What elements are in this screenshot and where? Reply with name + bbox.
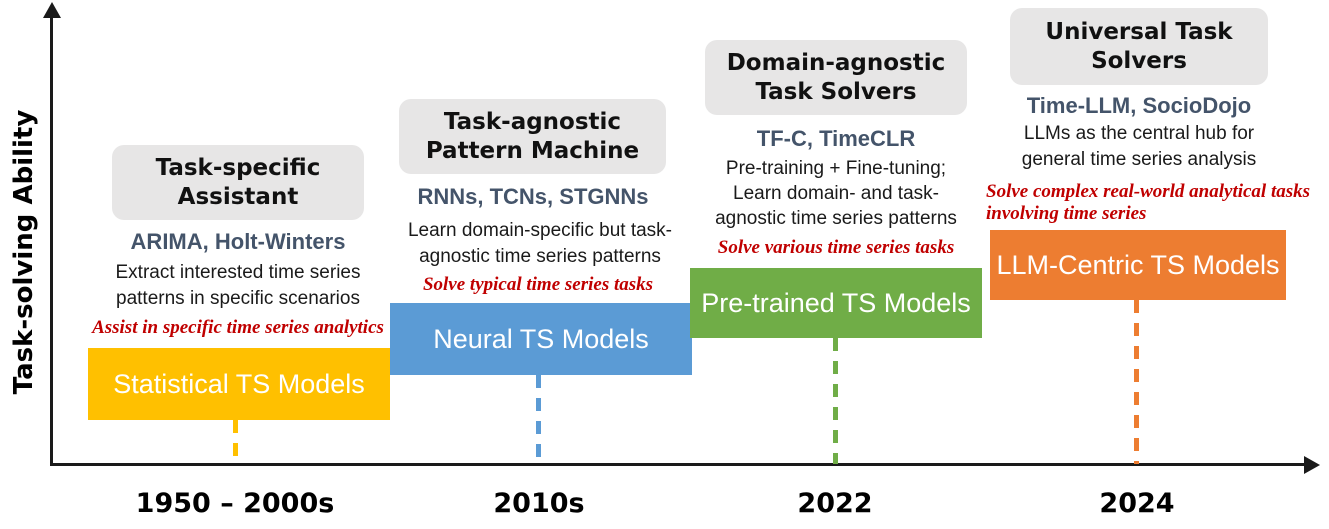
stage-description: Pre-training + Fine-tuning; Learn domain… <box>715 158 957 230</box>
stage-dashed-line <box>233 420 238 464</box>
stage-models: ARIMA, Holt-Winters <box>130 229 346 254</box>
stage-dashed-line <box>536 375 541 464</box>
stage-description: Learn domain-specific but task-agnostic … <box>407 220 672 268</box>
x-tick-1950-2000s: 1950 – 2000s <box>135 488 335 519</box>
stage-bar: Statistical TS Models <box>88 348 390 420</box>
y-axis-line <box>50 12 53 465</box>
stage-title: Task-agnostic Pattern Machine <box>399 99 666 174</box>
x-axis-line <box>50 463 1308 466</box>
stage-bar: Pre-trained TS Models <box>690 268 982 338</box>
stage-dashed-line <box>1134 300 1139 464</box>
stage-highlight: Solve various time series tasks <box>717 237 955 258</box>
stage-models: Time-LLM, SocioDojo <box>1026 93 1252 118</box>
stage-highlight: Solve complex real-world analytical task… <box>986 181 1311 225</box>
stage-bar: LLM-Centric TS Models <box>990 230 1286 300</box>
x-tick-2010s: 2010s <box>493 488 585 519</box>
stage-description: Extract interested time series patterns … <box>115 262 361 310</box>
x-tick-2022: 2022 <box>797 488 873 519</box>
stage-title: Domain-agnostic Task Solvers <box>705 40 967 115</box>
stage-highlight: Solve typical time series tasks <box>422 274 654 295</box>
x-axis-arrowhead-icon <box>1304 455 1320 474</box>
stage-title: Universal Task Solvers <box>1010 8 1268 85</box>
stage-dashed-line <box>833 338 838 464</box>
stage-highlight: Assist in specific time series analytics <box>92 317 384 338</box>
stage-models: RNNs, TCNs, STGNNs <box>417 184 649 209</box>
y-axis-arrowhead-icon <box>43 2 61 18</box>
stage-description: LLMs as the central hub for general time… <box>1021 123 1257 171</box>
x-tick-2024: 2024 <box>1099 488 1175 519</box>
y-axis-label: Task-solving Ability <box>9 109 39 395</box>
stage-models: TF-C, TimeCLR <box>756 126 916 151</box>
stage-bar: Neural TS Models <box>390 303 692 375</box>
stage-title: Task-specific Assistant <box>112 145 364 220</box>
